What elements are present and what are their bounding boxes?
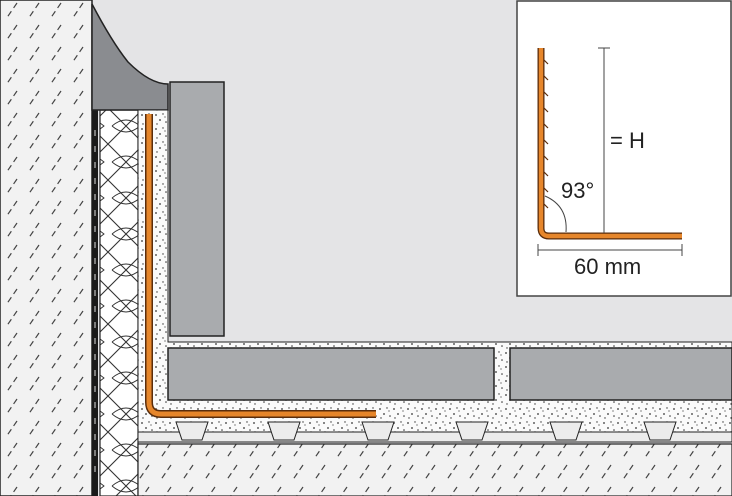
floor-slab (137, 443, 732, 496)
floor-tile-1 (167, 347, 495, 401)
wall (0, 0, 93, 496)
decoupling-mat (137, 431, 732, 443)
mat-studs (175, 421, 677, 441)
cove-profile (146, 114, 376, 417)
wall-tile (169, 81, 225, 337)
floor-tile-2 (509, 347, 732, 401)
wall-membrane (92, 110, 98, 496)
inset-panel (516, 0, 732, 297)
width-label: 60 mm (574, 254, 642, 279)
angle-label: 93° (561, 178, 595, 203)
inset-profile-ribs (543, 59, 549, 209)
inset-profile (538, 48, 682, 239)
angle-arc (544, 195, 567, 233)
skirting-cap (91, 3, 169, 111)
height-label: = H (610, 128, 645, 153)
insulation-strip (99, 109, 139, 496)
